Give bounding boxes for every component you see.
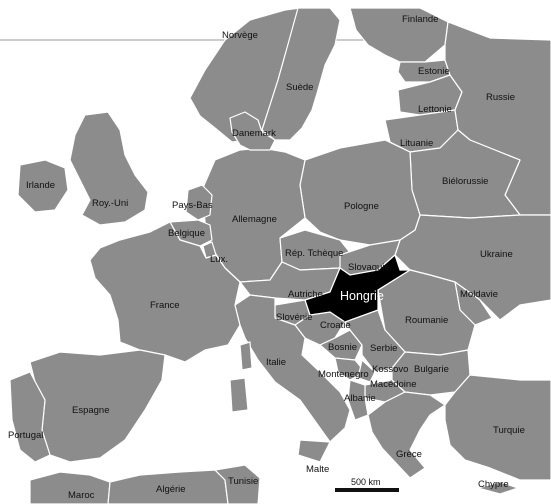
country-kossovo [357,359,376,383]
country-pays-bas [185,184,213,221]
island-sardaigne [229,377,249,413]
label-rep-tcheque: Rép. Tchèque [285,248,343,259]
label-finlande: Finlande [402,14,438,25]
label-grece: Grèce [396,449,422,460]
country-irlande [17,159,69,213]
label-espagne: Espagne [72,405,110,416]
label-maroc: Maroc [68,490,95,501]
country-turquie [444,374,551,481]
label-france: France [150,300,180,311]
country-danemark [229,111,276,151]
country-royaume-uni [69,111,149,226]
label-malte: Malte [306,464,329,475]
label-algerie: Algérie [156,484,186,495]
label-irlande: Irlande [26,180,55,191]
label-moldavie: Moldavie [460,289,498,300]
label-montenegro: Montenegro [318,369,369,380]
country-portugal [9,371,51,463]
highlight-hongrie [304,253,413,323]
label-tunisie: Tunisie [228,476,258,487]
label-bulgarie: Bulgarie [414,364,449,375]
label-hongrie: Hongrie [340,289,384,303]
label-serbie: Serbie [370,343,397,354]
label-estonie: Estonie [418,66,450,77]
label-bosnie: Bosnie [328,342,357,353]
island-corse [239,341,253,371]
label-belgique: Belgique [168,228,205,239]
label-turquie: Turquie [493,425,525,436]
label-macedoine: Macédoine [370,379,416,390]
scale-bar-label: 500 km [351,477,381,487]
paper-edge [0,0,551,40]
country-chypre [477,481,519,495]
label-allemagne: Allemagne [232,214,277,225]
label-slovaquie: Slovaquie [348,262,390,273]
label-autriche: Autriche [288,289,323,300]
country-france [89,221,241,363]
label-luxembourg: Lux. [210,254,228,265]
label-russie: Russie [486,92,515,103]
country-grece [367,391,446,479]
label-chypre: Chypre [478,479,509,490]
label-suede: Suède [286,82,313,93]
scale-bar: 500 km [335,477,399,492]
label-italie: Italie [266,357,286,368]
label-croatie: Croatie [320,320,351,331]
label-bielorussie: Biélorussie [442,176,488,187]
label-royaume-uni: Roy.-Uni [92,198,128,209]
label-ukraine: Ukraine [480,249,513,260]
scale-bar-line [335,488,399,492]
country-montenegro [334,357,366,381]
country-serbie [344,309,406,373]
label-slovenie: Slovénie [276,312,312,323]
island-sicile [297,439,331,463]
label-norvege: Norvège [222,30,258,41]
label-portugal: Portugal [8,430,43,441]
label-lettonie: Lettonie [418,104,452,115]
label-danemark: Danemark [232,128,276,139]
label-roumanie: Roumanie [405,315,448,326]
label-pays-bas: Pays-Bas [172,200,213,211]
label-albanie: Albanie [344,393,376,404]
country-tunisie [214,464,261,504]
label-pologne: Pologne [344,201,379,212]
label-kossovo: Kossovo [372,364,408,375]
country-suede [261,7,341,141]
label-lituanie: Lituanie [400,138,433,149]
country-pologne [299,139,421,246]
country-italie [234,294,351,443]
